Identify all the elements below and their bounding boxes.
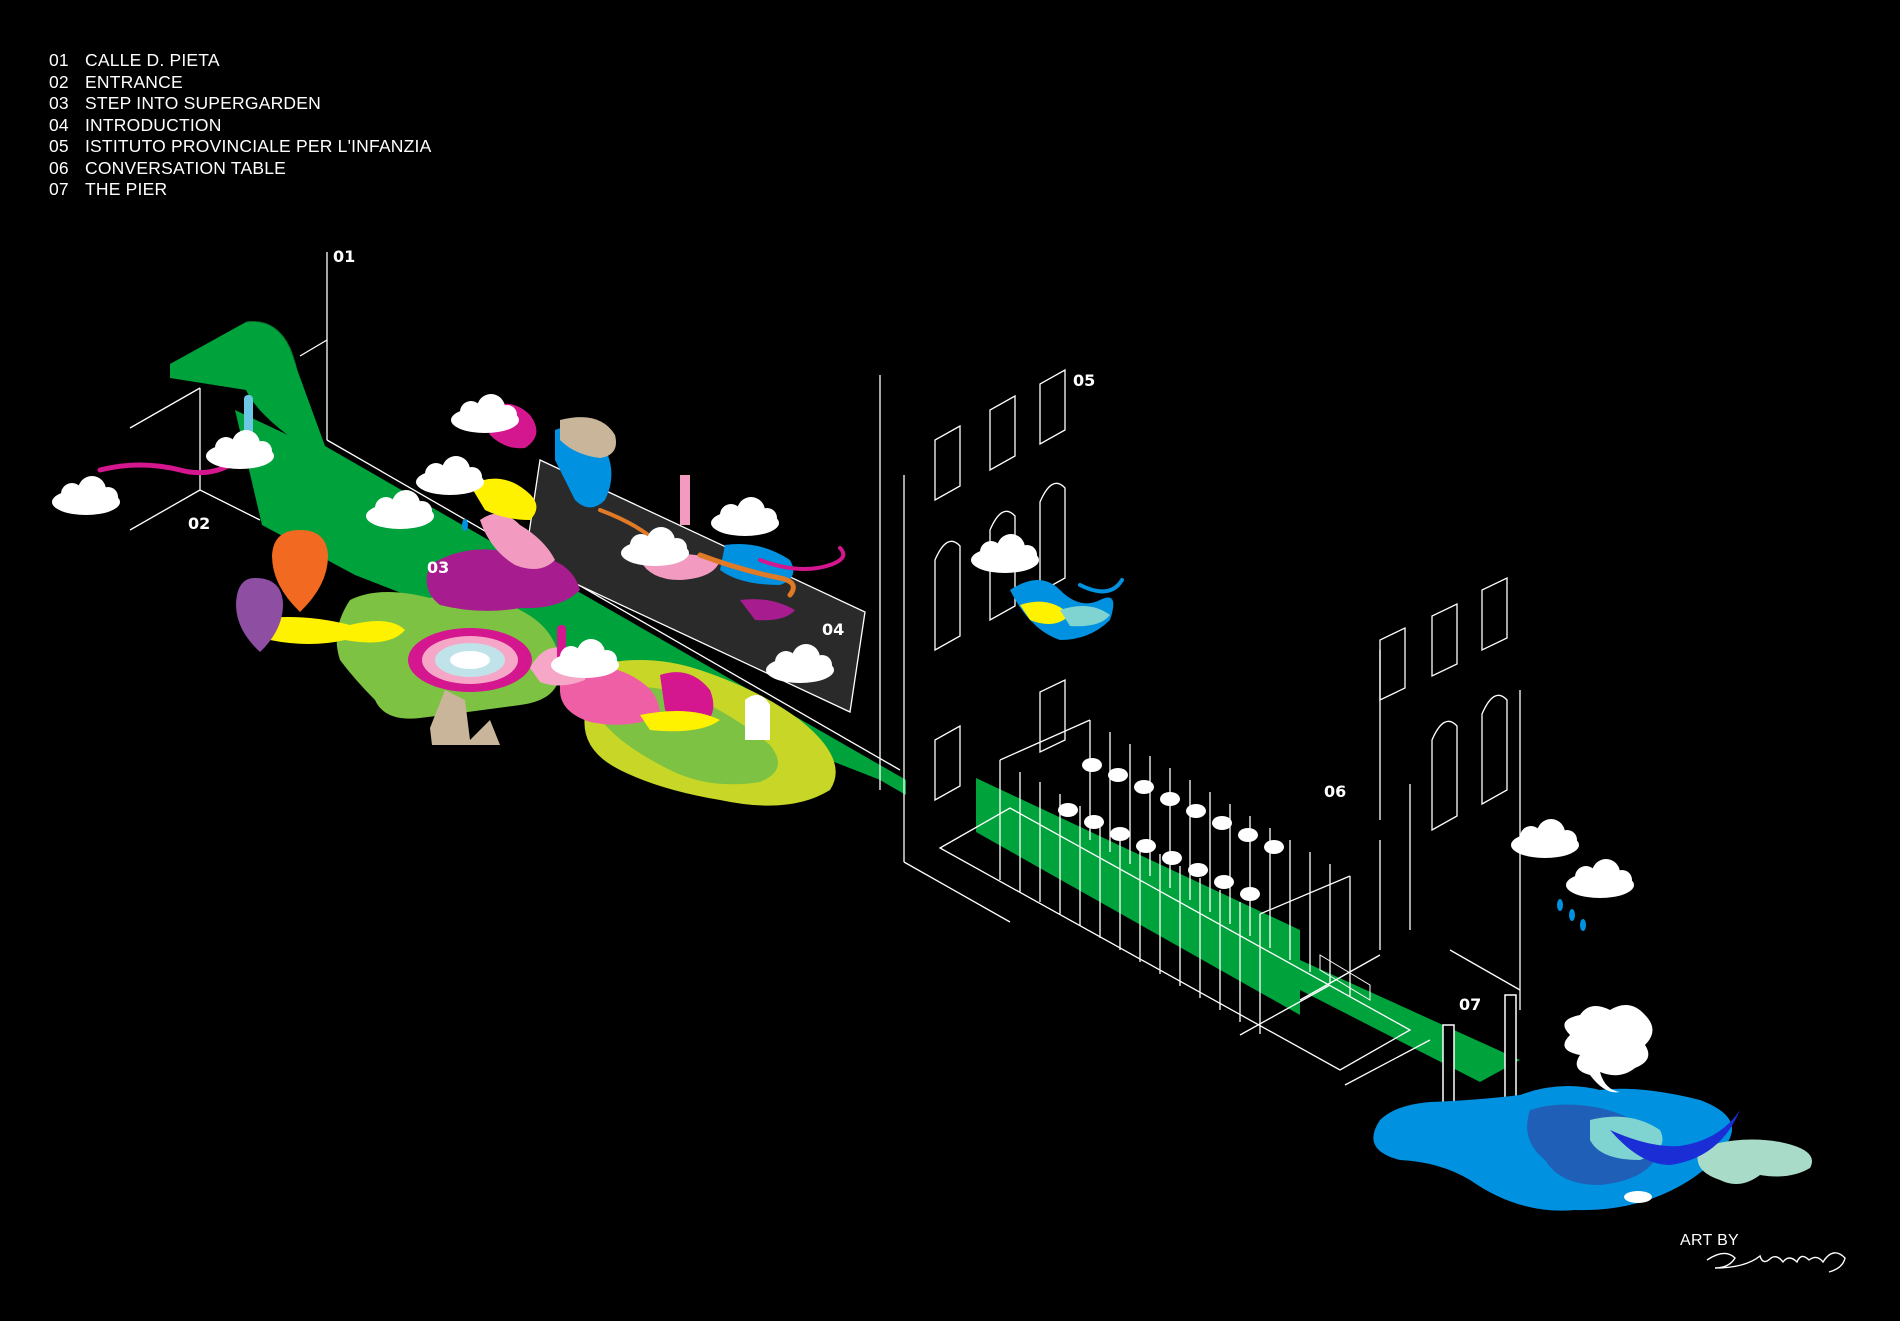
legend-item: 05 ISTITUTO PROVINCIALE PER L'INFANZIA: [49, 136, 431, 158]
legend-item: 03 STEP INTO SUPERGARDEN: [49, 93, 431, 115]
tag-04: 04: [822, 620, 844, 639]
legend-label: INTRODUCTION: [85, 114, 222, 135]
section-tags: 01 02 03 04 05 06 07: [188, 247, 1481, 1014]
bench-dots: [1058, 758, 1284, 901]
legend-label: CONVERSATION TABLE: [85, 157, 287, 178]
legend-item: 07 THE PIER: [49, 179, 431, 201]
legend-number: 04: [49, 114, 69, 135]
legend-number: 03: [49, 93, 69, 113]
legend-item: 02 ENTRANCE: [49, 72, 431, 94]
legend-label: THE PIER: [85, 179, 168, 199]
canal-water: [1373, 1086, 1812, 1211]
map-pin-icon: [236, 530, 328, 652]
legend-number: 07: [49, 179, 69, 199]
art-credit: ART BY: [1680, 1232, 1740, 1249]
raindrops: [462, 519, 1586, 931]
tag-05: 05: [1073, 371, 1095, 390]
tag-02: 02: [188, 514, 210, 533]
legend-label: CALLE D. PIETA: [85, 50, 220, 70]
legend-label: ENTRANCE: [85, 71, 183, 92]
signature-icon: [1706, 1252, 1846, 1273]
legend-item: 06 CONVERSATION TABLE: [49, 158, 431, 180]
legend-number: 02: [49, 71, 69, 92]
legend-item: 01 CALLE D. PIETA: [49, 50, 431, 72]
tag-01: 01: [333, 247, 355, 266]
legend-label: ISTITUTO PROVINCIALE PER L'INFANZIA: [85, 136, 432, 156]
cloud-icon: [52, 394, 1653, 1093]
ribbons: [97, 459, 1124, 598]
tag-07: 07: [1459, 995, 1481, 1014]
legend-number: 06: [49, 157, 69, 178]
legend-number: 05: [49, 136, 69, 156]
legend-number: 01: [49, 50, 69, 70]
legend-list: 01 CALLE D. PIETA 02 ENTRANCE 03 STEP INTO …: [49, 50, 431, 201]
legend-item: 04 INTRODUCTION: [49, 115, 431, 137]
legend-label: STEP INTO SUPERGARDEN: [85, 93, 321, 113]
gondola-icon: [1610, 1110, 1740, 1165]
tag-03: 03: [427, 558, 449, 577]
tag-06: 06: [1324, 782, 1346, 801]
